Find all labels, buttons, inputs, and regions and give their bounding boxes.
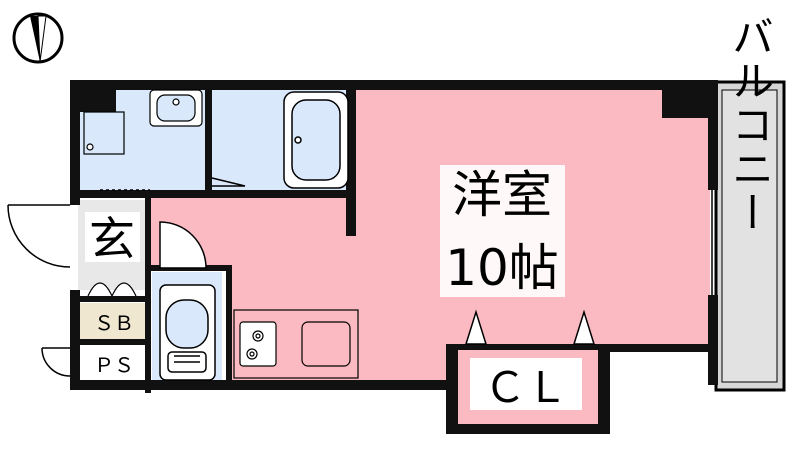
main-room-size: 10帖: [445, 239, 559, 297]
ps-door-icon: [41, 347, 71, 377]
north-arrow-icon: [12, 12, 64, 64]
main-room: [148, 88, 710, 380]
pipe-space: [80, 345, 148, 381]
main-room-name: 洋室: [452, 166, 552, 224]
shoe-box-door-icon: [87, 282, 137, 297]
closet-label-bg: [470, 358, 582, 410]
pipe-space-label: ＰＳ: [94, 353, 134, 377]
bathtub-icon: [283, 91, 349, 189]
toilet-door-icon: [159, 221, 207, 269]
kitchen-sink-icon: [301, 321, 351, 367]
wash-basin-icon: [149, 89, 203, 127]
room-label-bg: [440, 165, 565, 297]
gas-stove-icon: [239, 321, 277, 367]
closet-label: ＣＬ: [484, 363, 568, 412]
entrance-label-bg: [85, 212, 140, 262]
shoe-box: [80, 303, 148, 339]
washing-machine-icon: [83, 111, 125, 155]
entry-door-icon: [7, 204, 71, 268]
closet-door-icon: [464, 309, 596, 345]
toilet-icon: [159, 284, 216, 381]
shoe-box-label: ＳＢ: [94, 311, 134, 335]
balcony: バルコニー: [714, 15, 786, 392]
bath-door: [100, 177, 246, 191]
entrance-label: 玄: [89, 212, 135, 266]
balcony-label: バルコニー: [726, 15, 775, 235]
walls: [70, 80, 718, 434]
